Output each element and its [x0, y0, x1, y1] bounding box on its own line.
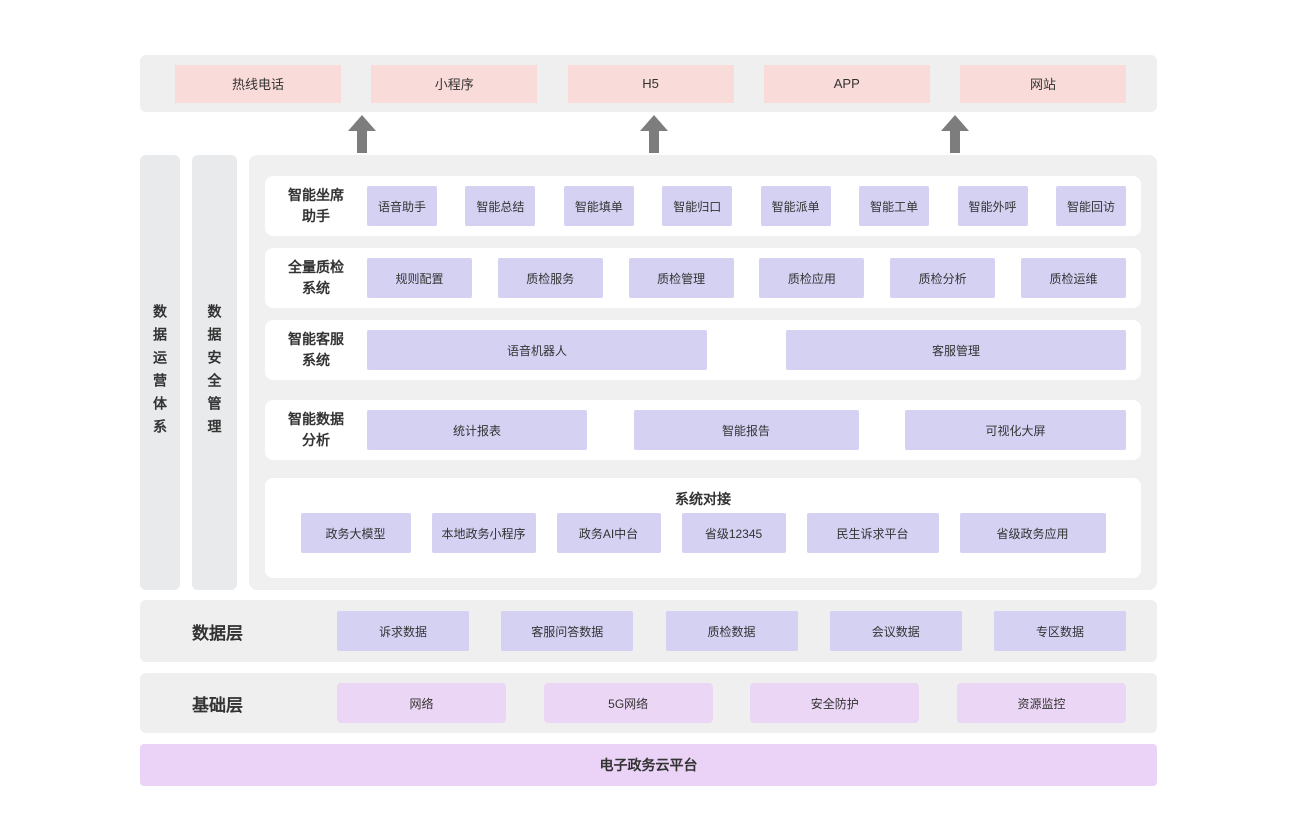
- chip-smart-callback: 智能回访: [1055, 186, 1126, 226]
- sidebar-data-operation-label: 数据运营体系: [152, 303, 168, 442]
- up-arrow-icon: [348, 115, 376, 153]
- chip-smart-form-fill: 智能填单: [563, 186, 634, 226]
- sidebar-data-security: 数据安全管理: [192, 155, 237, 590]
- channel-mini-program: 小程序: [371, 64, 538, 103]
- modules-panel: 智能坐席 助手 语音助手 智能总结 智能填单 智能归口 智能派单 智能工单 智能…: [249, 155, 1157, 590]
- chip-smart-dispatch: 智能派单: [760, 186, 831, 226]
- row-smart-data-analysis-label: 智能数据 分析: [288, 411, 344, 448]
- chip-meeting-data: 会议数据: [829, 611, 962, 651]
- chip-network: 网络: [337, 683, 506, 723]
- chip-provincial-12345: 省级12345: [681, 513, 786, 553]
- row-smart-customer-service-label: 智能客服 系统: [288, 331, 344, 368]
- chip-smart-routing: 智能归口: [662, 186, 733, 226]
- chip-qi-service: 质检服务: [497, 258, 603, 298]
- chip-qi-application: 质检应用: [759, 258, 865, 298]
- chip-qi-management: 质检管理: [628, 258, 734, 298]
- chip-qi-data: 质检数据: [665, 611, 798, 651]
- row-smart-data-analysis: 智能数据 分析 统计报表 智能报告 可视化大屏: [265, 400, 1141, 460]
- channels-bar: 热线电话 小程序 H5 APP 网站: [140, 55, 1157, 112]
- up-arrow-icon: [640, 115, 668, 153]
- row-agent-assistant-items: 语音助手 智能总结 智能填单 智能归口 智能派单 智能工单 智能外呼 智能回访: [367, 186, 1126, 226]
- data-layer-bar: 数据层 诉求数据 客服问答数据 质检数据 会议数据 专区数据: [140, 600, 1157, 662]
- chip-smart-ticket: 智能工单: [859, 186, 930, 226]
- channel-h5: H5: [567, 64, 734, 103]
- chip-gov-large-model: 政务大模型: [300, 513, 411, 553]
- up-arrow-icon: [941, 115, 969, 153]
- channel-app: APP: [763, 64, 930, 103]
- system-integration-items: 政务大模型 本地政务小程序 政务AI中台 省级12345 民生诉求平台 省级政务…: [280, 513, 1126, 553]
- channel-hotline: 热线电话: [175, 64, 341, 103]
- cloud-platform-label: 电子政务云平台: [599, 757, 698, 773]
- chip-service-management: 客服管理: [786, 330, 1126, 370]
- chip-resource-monitoring: 资源监控: [956, 683, 1126, 723]
- chip-zone-data: 专区数据: [994, 611, 1126, 651]
- chip-appeal-data: 诉求数据: [337, 611, 469, 651]
- chip-security-protection: 安全防护: [750, 683, 920, 723]
- chip-voice-assistant: 语音助手: [367, 186, 437, 226]
- row-smart-data-analysis-items: 统计报表 智能报告 可视化大屏: [367, 410, 1126, 450]
- row-system-integration: 系统对接 政务大模型 本地政务小程序 政务AI中台 省级12345 民生诉求平台…: [265, 478, 1141, 578]
- chip-smart-reports: 智能报告: [633, 410, 859, 450]
- data-layer-label: 数据层: [192, 623, 243, 643]
- row-agent-assistant-label: 智能坐席 助手: [288, 187, 344, 224]
- chip-smart-summary: 智能总结: [465, 186, 536, 226]
- cloud-platform-bar: 电子政务云平台: [140, 744, 1157, 786]
- row-quality-inspection-items: 规则配置 质检服务 质检管理 质检应用 质检分析 质检运维: [367, 258, 1126, 298]
- base-layer-label: 基础层: [192, 695, 243, 715]
- chip-qi-operations: 质检运维: [1020, 258, 1126, 298]
- arrow-row: [140, 112, 1157, 155]
- chip-livelihood-appeal-platform: 民生诉求平台: [806, 513, 939, 553]
- chip-statistical-reports: 统计报表: [367, 410, 587, 450]
- system-integration-title: 系统对接: [675, 491, 731, 507]
- row-quality-inspection: 全量质检 系统 规则配置 质检服务 质检管理 质检应用 质检分析 质检运维: [265, 248, 1141, 308]
- chip-qa-data: 客服问答数据: [501, 611, 634, 651]
- chip-provincial-gov-apps: 省级政务应用: [959, 513, 1106, 553]
- chip-local-gov-mini-program: 本地政务小程序: [431, 513, 536, 553]
- sidebar-data-security-label: 数据安全管理: [206, 303, 223, 442]
- middle-section: 数据运营体系 数据安全管理 智能坐席 助手 语音助手 智能总结 智能填单 智能归…: [140, 155, 1157, 590]
- row-agent-assistant: 智能坐席 助手 语音助手 智能总结 智能填单 智能归口 智能派单 智能工单 智能…: [265, 176, 1141, 236]
- channel-website: 网站: [960, 64, 1126, 103]
- chip-voice-robot: 语音机器人: [367, 330, 707, 370]
- chip-visualization-screen: 可视化大屏: [905, 410, 1126, 450]
- chip-smart-outbound: 智能外呼: [957, 186, 1028, 226]
- row-smart-customer-service-items: 语音机器人 客服管理: [367, 330, 1126, 370]
- base-layer-items: 网络 5G网络 安全防护 资源监控: [337, 683, 1126, 723]
- chip-rule-config: 规则配置: [367, 258, 472, 298]
- base-layer-bar: 基础层 网络 5G网络 安全防护 资源监控: [140, 673, 1157, 733]
- data-layer-items: 诉求数据 客服问答数据 质检数据 会议数据 专区数据: [337, 611, 1126, 651]
- chip-5g-network: 5G网络: [543, 683, 713, 723]
- chip-qi-analysis: 质检分析: [890, 258, 996, 298]
- chip-gov-ai-platform: 政务AI中台: [556, 513, 661, 553]
- row-smart-customer-service: 智能客服 系统 语音机器人 客服管理: [265, 320, 1141, 380]
- row-quality-inspection-label: 全量质检 系统: [288, 259, 344, 296]
- sidebar-data-operation: 数据运营体系: [140, 155, 180, 590]
